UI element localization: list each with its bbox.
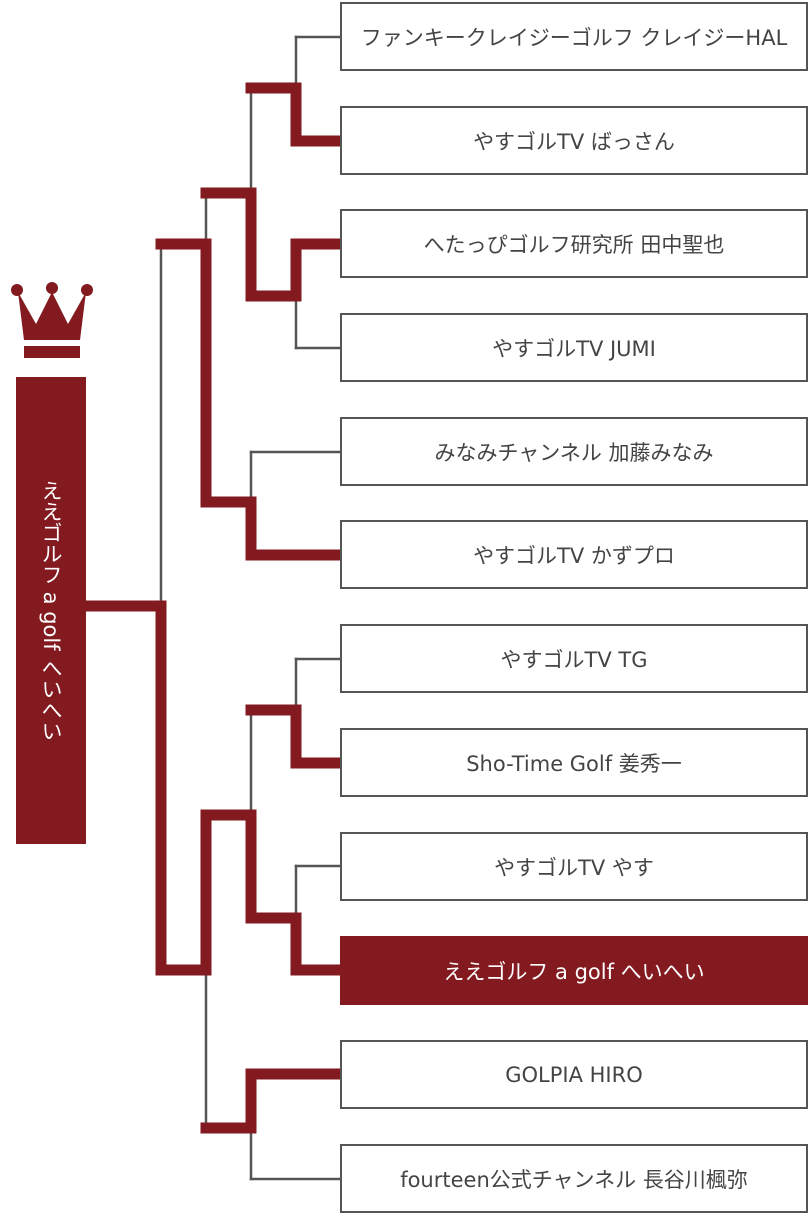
champion-box: ええゴルフ a golf へいへい <box>16 377 86 844</box>
entry-5: みなみチャンネル 加藤みなみ <box>340 417 808 486</box>
entry-10-winner: ええゴルフ a golf へいへい <box>340 936 808 1005</box>
entry-3: へたっぴゴルフ研究所 田中聖也 <box>340 209 808 278</box>
entry-8: Sho-Time Golf 姜秀一 <box>340 728 808 797</box>
entry-11: GOLPIA HIRO <box>340 1040 808 1109</box>
champion-name: ええゴルフ a golf へいへい <box>39 479 63 742</box>
entry-12: fourteen公式チャンネル 長谷川楓弥 <box>340 1144 808 1213</box>
entry-6: やすゴルTV かずプロ <box>340 520 808 589</box>
entry-1: ファンキークレイジーゴルフ クレイジーHAL <box>340 2 808 71</box>
entry-2: やすゴルTV ばっさん <box>340 106 808 175</box>
entry-9: やすゴルTV やす <box>340 832 808 901</box>
entry-7: やすゴルTV TG <box>340 624 808 693</box>
crown-icon <box>11 282 93 358</box>
entry-4: やすゴルTV JUMI <box>340 313 808 382</box>
